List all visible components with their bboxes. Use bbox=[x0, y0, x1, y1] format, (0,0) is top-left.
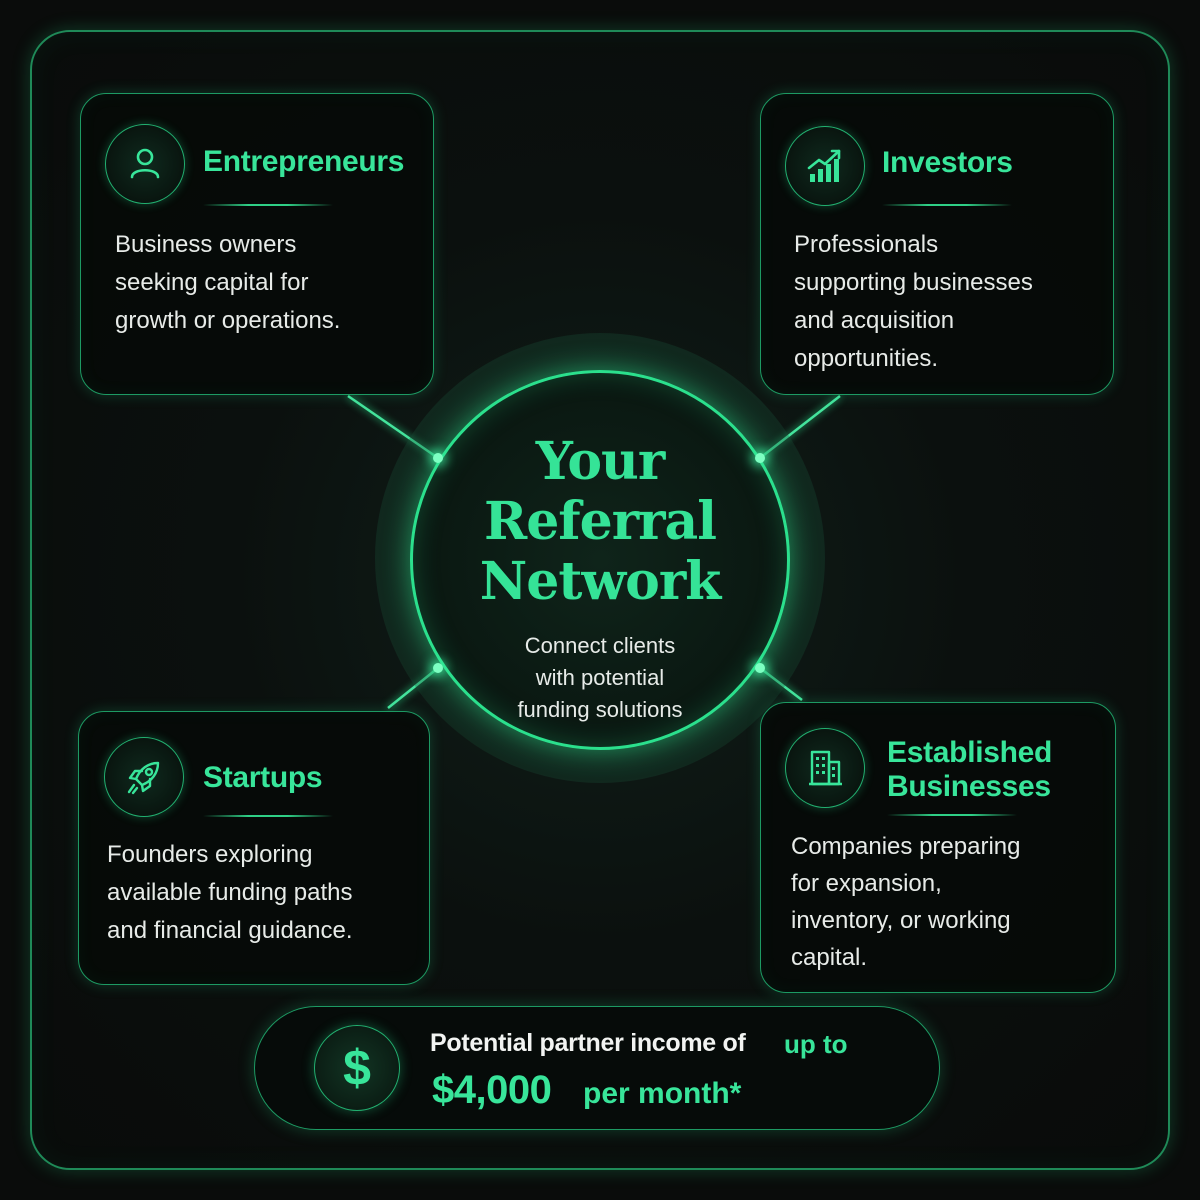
desc-line: Professionals bbox=[794, 231, 939, 258]
desc-line: opportunities. bbox=[794, 345, 939, 372]
card-desc-entrepreneurs: Business owners seeking capital for grow… bbox=[115, 226, 340, 340]
title-line: Businesses bbox=[887, 770, 1051, 803]
desc-line: and financial guidance. bbox=[107, 917, 353, 944]
hub-title-line: Network bbox=[479, 551, 722, 612]
income-up-to: up to bbox=[784, 1029, 848, 1059]
desc-line: growth or operations. bbox=[115, 307, 341, 334]
connector-investors bbox=[759, 395, 841, 459]
desc-line: available funding paths bbox=[107, 879, 353, 906]
hub-title: Your Referral Network bbox=[430, 432, 770, 612]
desc-line: Founders exploring bbox=[107, 841, 313, 868]
desc-line: for expansion, bbox=[791, 870, 942, 897]
card-desc-startups: Founders exploring available funding pat… bbox=[107, 836, 353, 950]
hub-subtitle-line: funding solutions bbox=[517, 697, 683, 722]
card-title-investors: Investors bbox=[882, 146, 1013, 179]
hub-subtitle-line: with potential bbox=[535, 665, 665, 690]
connector-established bbox=[759, 667, 803, 701]
hub-title-line: Referral bbox=[484, 491, 717, 552]
connector-node bbox=[433, 453, 443, 463]
desc-line: Business owners bbox=[115, 231, 297, 258]
card-rule bbox=[882, 204, 1012, 206]
dollar-icon: $ bbox=[314, 1025, 400, 1111]
income-lead-text: Potential partner income of bbox=[430, 1029, 746, 1057]
desc-line: capital. bbox=[791, 944, 868, 971]
hub-circle bbox=[410, 370, 790, 750]
connector-startups bbox=[387, 667, 439, 709]
card-rule bbox=[887, 814, 1017, 816]
desc-line: and acquisition bbox=[794, 307, 955, 334]
building-icon bbox=[785, 728, 865, 808]
hub-subtitle: Connect clients with potential funding s… bbox=[470, 630, 730, 726]
growth-chart-icon bbox=[785, 126, 865, 206]
user-icon bbox=[105, 124, 185, 204]
connector-entrepreneurs bbox=[347, 394, 439, 460]
title-line: Established bbox=[887, 736, 1053, 769]
hub-subtitle-line: Connect clients bbox=[524, 633, 676, 658]
card-rule bbox=[203, 815, 333, 817]
connector-node bbox=[433, 663, 443, 673]
desc-line: Companies preparing bbox=[791, 833, 1021, 860]
desc-line: supporting businesses bbox=[794, 269, 1033, 296]
rocket-icon bbox=[104, 737, 184, 817]
card-title-startups: Startups bbox=[203, 761, 323, 794]
desc-line: inventory, or working bbox=[791, 907, 1011, 934]
desc-line: seeking capital for bbox=[115, 269, 309, 296]
connector-node bbox=[755, 453, 765, 463]
income-per-month: per month* bbox=[583, 1077, 742, 1110]
card-title-established-businesses: Established Businesses bbox=[887, 735, 1052, 805]
card-desc-investors: Professionals supporting businesses and … bbox=[794, 226, 1033, 378]
card-rule bbox=[203, 204, 333, 206]
income-amount: $4,000 bbox=[432, 1068, 552, 1112]
hub-title-line: Your bbox=[535, 431, 666, 492]
card-title-entrepreneurs: Entrepreneurs bbox=[203, 145, 405, 178]
card-desc-established-businesses: Companies preparing for expansion, inven… bbox=[791, 828, 1020, 976]
connector-node bbox=[755, 663, 765, 673]
